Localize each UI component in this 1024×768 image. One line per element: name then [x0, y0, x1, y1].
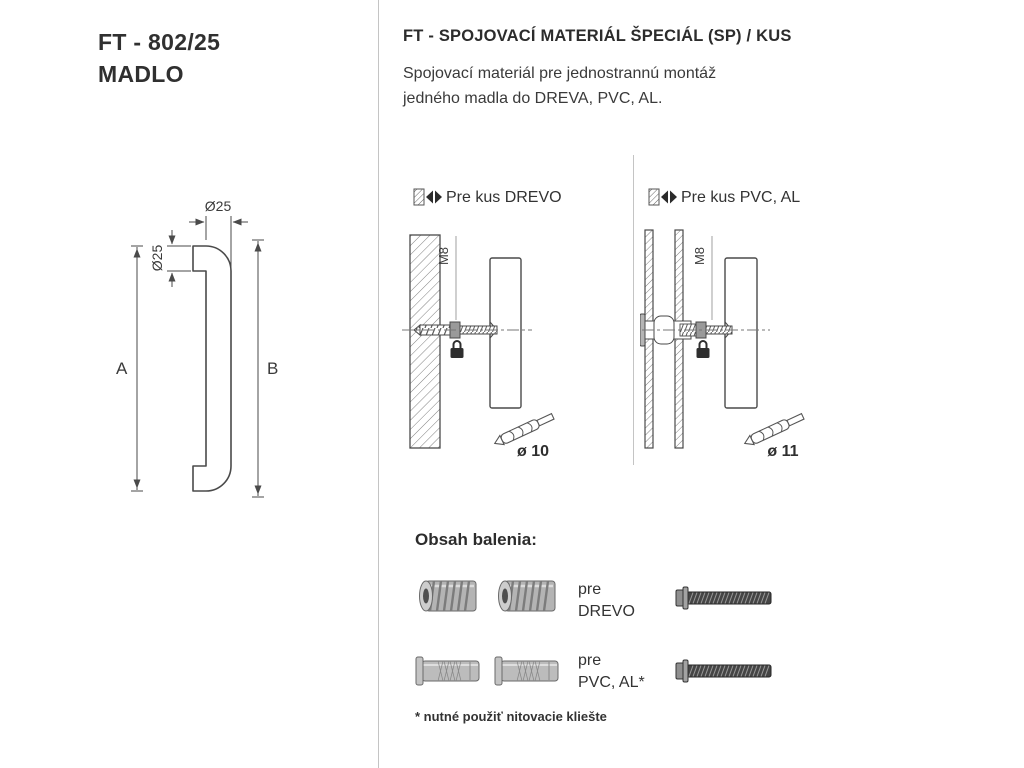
dim-diameter-top-label: Ø25 [205, 198, 232, 214]
dim-diameter-side-label: Ø25 [149, 245, 165, 272]
rivet-nut-image-2 [494, 656, 559, 686]
thread-size-label: M8 [692, 247, 707, 265]
column-divider [633, 155, 634, 465]
vertical-divider [378, 0, 379, 768]
drill-size-wood: ø 10 [516, 443, 549, 460]
section-description: Spojovací materiál pre jednostrannú mont… [403, 61, 716, 111]
package-footnote: * nutné použiť nitovacie kliešte [415, 709, 607, 724]
drill-size-pvc: ø 11 [767, 443, 799, 460]
description-line-1: Spojovací materiál pre jednostrannú mont… [403, 65, 717, 82]
section-title: FT - SPOJOVACÍ MATERIÁL ŠPECIÁL (SP) / K… [403, 27, 792, 45]
package-wood-label: pre DREVO [578, 581, 635, 620]
thread-size-label: M8 [436, 247, 451, 265]
dimension-diameter-side: Ø25 [149, 230, 191, 287]
handle-technical-drawing: A B Ø25 Ø25 [116, 198, 278, 498]
drill-bit-icon [743, 412, 805, 446]
dim-b-label: B [267, 359, 278, 378]
dimension-b: B [252, 239, 278, 498]
handle-outline [192, 245, 232, 492]
product-title: FT - 802/25 MADLO [98, 26, 220, 90]
package-title: Obsah balenia: [415, 530, 537, 549]
package-pvc-label: pre PVC, AL* [578, 652, 645, 691]
product-code: FT - 802/25 [98, 29, 221, 55]
lock-icon [450, 340, 464, 358]
description-line-2: jedného madla do DREVA, PVC, AL. [403, 90, 663, 107]
variant-pvc-label: Pre kus PVC, AL [681, 189, 801, 206]
wood-insert-image-1 [419, 580, 477, 612]
fastener-pvc-icon [648, 188, 677, 206]
dimension-diameter-top: Ø25 [189, 198, 248, 267]
fastener-wood-icon [413, 188, 442, 206]
lock-icon [696, 340, 710, 358]
wood-insert-image-2 [498, 580, 556, 612]
drill-bit-icon [493, 412, 555, 446]
rivet-nut-image-1 [415, 656, 480, 686]
pvc-mounting-diagram: M8 [640, 229, 805, 449]
dim-a-label: A [116, 359, 128, 378]
screw-image-2 [675, 659, 772, 683]
variant-wood-label: Pre kus DREVO [446, 189, 562, 206]
screw-image-1 [675, 586, 772, 610]
product-name: MADLO [98, 61, 184, 87]
dimension-a: A [116, 245, 143, 492]
wood-wall [409, 234, 441, 449]
wood-mounting-diagram: M8 [402, 234, 555, 449]
